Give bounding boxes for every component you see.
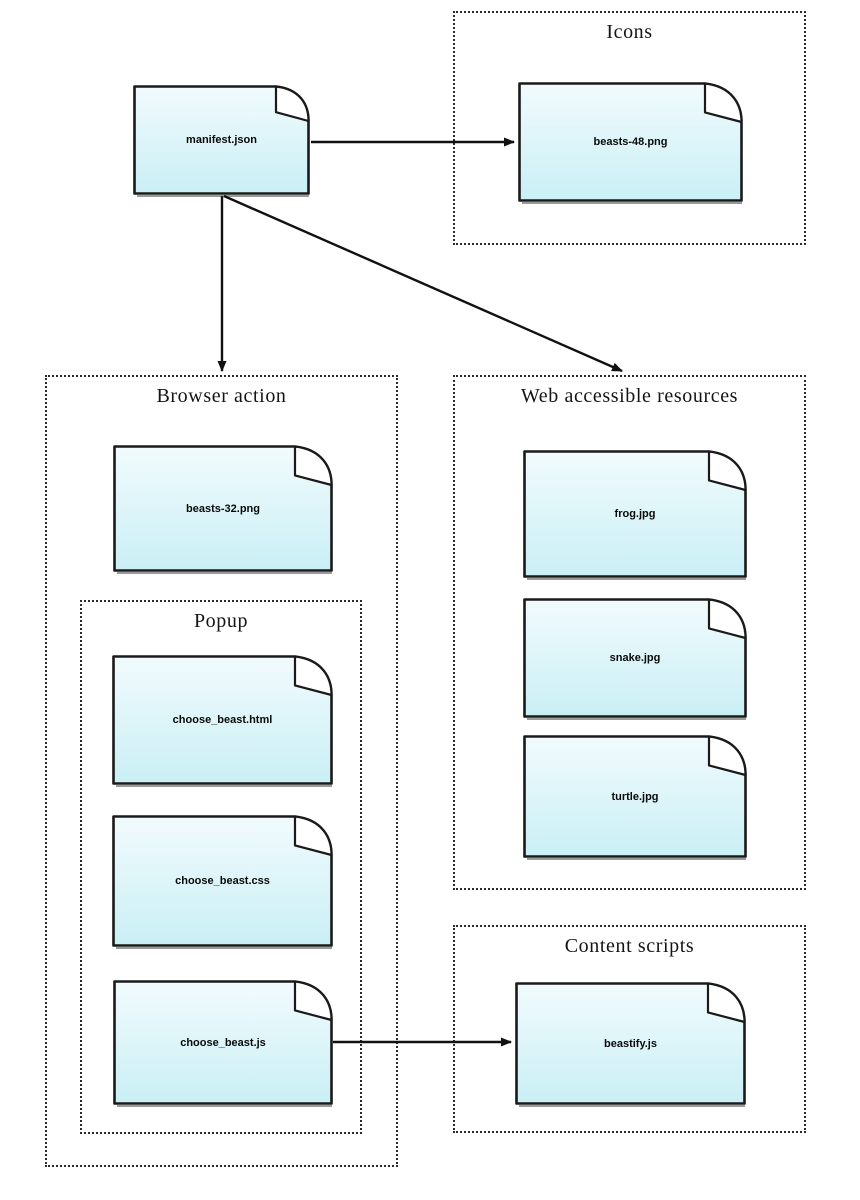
file-node-choose-beast-css[interactable]: choose_beast.css: [112, 815, 333, 949]
group-label-popup: Popup: [193, 610, 249, 632]
file-shape-icon: [523, 598, 747, 720]
file-shape-icon: [113, 445, 333, 574]
group-browser-action: Browser action: [45, 375, 398, 1167]
file-node-snake-jpg[interactable]: snake.jpg: [523, 598, 747, 720]
group-label-icons: Icons: [606, 21, 653, 43]
file-node-turtle-jpg[interactable]: turtle.jpg: [523, 735, 747, 860]
file-shape-icon: [133, 85, 310, 197]
file-node-frog-jpg[interactable]: frog.jpg: [523, 450, 747, 580]
file-shape-icon: [113, 980, 333, 1107]
group-icons: Icons: [453, 11, 806, 245]
file-node-beastify-js[interactable]: beastify.js: [515, 982, 746, 1107]
group-label-content-scripts: Content scripts: [564, 935, 695, 957]
file-shape-icon: [515, 982, 746, 1107]
group-label-browser-action: Browser action: [156, 385, 287, 407]
file-shape-icon: [523, 735, 747, 860]
file-shape-icon: [518, 82, 743, 204]
file-shape-icon: [112, 655, 333, 787]
file-shape-icon: [112, 815, 333, 949]
file-node-choose-beast-html[interactable]: choose_beast.html: [112, 655, 333, 787]
group-label-web-accessible-resources: Web accessible resources: [520, 385, 739, 407]
group-web-accessible-resources: Web accessible resources: [453, 375, 806, 890]
file-node-beasts-48-png[interactable]: beasts-48.png: [518, 82, 743, 204]
file-node-beasts-32-png[interactable]: beasts-32.png: [113, 445, 333, 574]
file-shape-icon: [523, 450, 747, 580]
file-node-manifest-json[interactable]: manifest.json: [133, 85, 310, 197]
group-popup: Popup: [80, 600, 362, 1134]
file-node-choose-beast-js[interactable]: choose_beast.js: [113, 980, 333, 1107]
group-content-scripts: Content scripts: [453, 925, 806, 1133]
